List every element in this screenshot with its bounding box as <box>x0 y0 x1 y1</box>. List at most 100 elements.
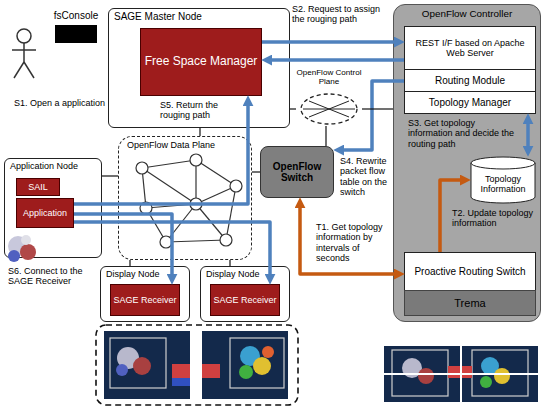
screen-panel <box>202 331 288 399</box>
module-box: Routing Module <box>404 69 536 92</box>
node-title: Display Node <box>206 269 284 279</box>
receiver-box: SAGE Receiver <box>210 284 280 316</box>
control-plane-cloud <box>299 92 359 126</box>
network-link <box>290 108 296 109</box>
network-mesh <box>136 154 242 248</box>
mesh-link <box>226 186 236 240</box>
node-title: OpenFlow Control Plane <box>296 68 362 87</box>
user-leg <box>14 62 24 78</box>
step-label: S4. Rewrite packet flow table on the swi… <box>340 156 392 197</box>
step-label: T1. Get topology information by interval… <box>316 222 392 263</box>
box-label: Proactive Routing Switch <box>414 266 525 278</box>
box-label: OpenFlow Switch <box>263 161 331 184</box>
flow-arrow <box>262 40 396 44</box>
molecule <box>480 376 492 388</box>
controller-panel: REST I/F based on Apache Web ServerRouti… <box>393 4 541 322</box>
network-link <box>199 128 200 136</box>
step-label: S2. Request to assign the rouging path <box>292 4 392 25</box>
flow-arrow <box>270 58 404 62</box>
molecule <box>262 346 274 358</box>
node-title: SAGE Master Node <box>114 11 284 23</box>
control-link <box>303 109 355 110</box>
box-label: SAGE Receiver <box>213 295 276 305</box>
molecule <box>239 365 253 379</box>
box-label: Free Space Manager <box>145 55 258 69</box>
box-label: Application <box>23 208 67 218</box>
node-title: Display Node <box>106 269 184 279</box>
molecule <box>418 368 434 384</box>
box-label: Routing Module <box>435 75 505 87</box>
combined-display <box>384 346 538 402</box>
step-label: T2. Update topology information <box>452 208 538 229</box>
library-box: SAIL <box>16 178 60 196</box>
box-label: Trema <box>454 297 485 310</box>
mesh-node <box>136 162 148 174</box>
mesh-node <box>190 154 202 166</box>
protein-blob <box>20 244 36 260</box>
protein-blob <box>21 235 31 245</box>
mesh-link <box>166 240 226 242</box>
flow-arrow <box>300 206 396 274</box>
screen-window <box>230 338 284 388</box>
module-box: Topology Manager <box>404 91 536 114</box>
color-strip <box>202 364 220 378</box>
terminal-screen <box>55 25 97 43</box>
network-link <box>252 171 260 172</box>
framework-band: Trema <box>404 290 536 316</box>
step-label: S3. Get topology information and decide … <box>408 118 520 149</box>
flow-arrow <box>342 81 404 150</box>
manager-box: Free Space Manager <box>140 28 262 96</box>
switch-box: OpenFlow Switch <box>260 146 334 198</box>
user-figure <box>12 29 36 78</box>
node-title: OpenFlow Controller <box>394 8 540 19</box>
network-link <box>102 175 118 176</box>
database-cylinder: Topology Information <box>470 156 536 204</box>
screen-window <box>110 338 166 388</box>
flow-arrow <box>74 222 270 276</box>
box-label: Topology Information <box>472 174 534 195</box>
application-box: Application <box>16 198 74 228</box>
step-label: S6. Connect to the SAGE Receiver <box>8 266 98 287</box>
network-link <box>325 126 326 146</box>
step-label: S5. Return the rouging path <box>160 100 240 121</box>
flow-arrow <box>440 180 462 252</box>
control-plane: OpenFlow Control Plane <box>296 68 362 126</box>
box-label: Topology Manager <box>429 97 511 109</box>
user-head <box>17 29 31 43</box>
screen-panel <box>384 346 538 402</box>
molecule <box>133 357 151 375</box>
molecule <box>253 357 271 375</box>
user-leg <box>24 62 34 78</box>
flow-arrow <box>526 122 530 148</box>
display-node: SAGE Receiver Display Node <box>100 266 190 322</box>
mesh-link <box>142 160 196 168</box>
cylinder-top <box>471 157 535 169</box>
display-screen <box>104 331 190 399</box>
network-link <box>129 260 130 266</box>
mesh-link <box>195 160 196 204</box>
flow-arrow <box>74 104 248 204</box>
display-screen <box>202 331 288 399</box>
mesh-link <box>142 168 196 204</box>
receiver-box: SAGE Receiver <box>110 284 180 316</box>
step-label: S1. Open a application <box>14 98 106 108</box>
module-box: REST I/F based on Apache Web Server <box>404 26 536 70</box>
user-body <box>23 43 25 62</box>
box-label: REST I/F based on Apache Web Server <box>408 38 532 59</box>
user-arms <box>12 49 36 51</box>
dashed-ellipse <box>301 94 357 124</box>
protein-image <box>8 235 36 262</box>
box-label: SAIL <box>28 182 48 192</box>
protein-blob <box>8 250 20 262</box>
node-title: Application Node <box>10 161 96 171</box>
network-link <box>362 108 393 109</box>
mesh-node <box>220 234 232 246</box>
color-strip <box>172 364 190 378</box>
mesh-node <box>230 180 242 192</box>
node-title: OpenFlow Data Plane <box>127 140 243 150</box>
console-terminal: fsConsole <box>50 10 102 58</box>
bezel-line <box>384 373 538 375</box>
box-label: SAGE Receiver <box>113 295 176 305</box>
display-wall-outline <box>96 325 298 405</box>
mesh-node <box>160 236 172 248</box>
